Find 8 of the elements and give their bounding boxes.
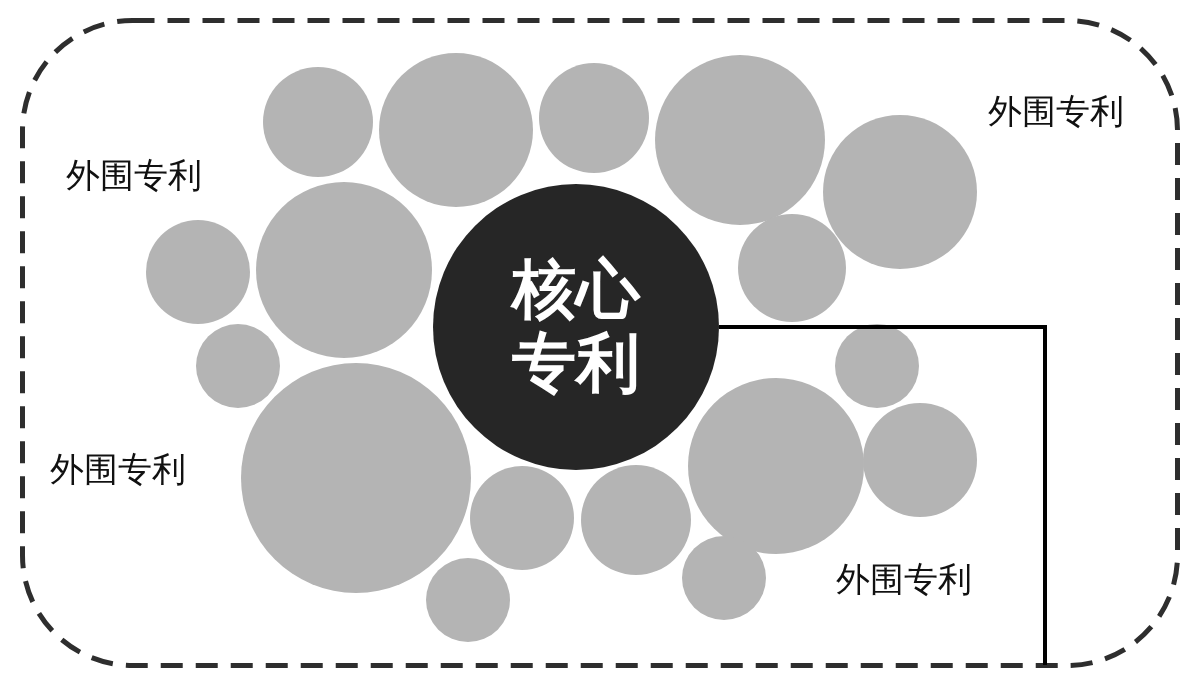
core-label: 核心专利 [510, 253, 642, 401]
region-label: 外围专利 [50, 452, 186, 486]
region-label: 外围专利 [66, 158, 202, 192]
dashed-boundary [20, 18, 1180, 668]
connector-line [719, 325, 1047, 665]
region-label: 外围专利 [836, 562, 972, 596]
circle [196, 324, 280, 408]
region-label: 外围专利 [988, 94, 1124, 128]
